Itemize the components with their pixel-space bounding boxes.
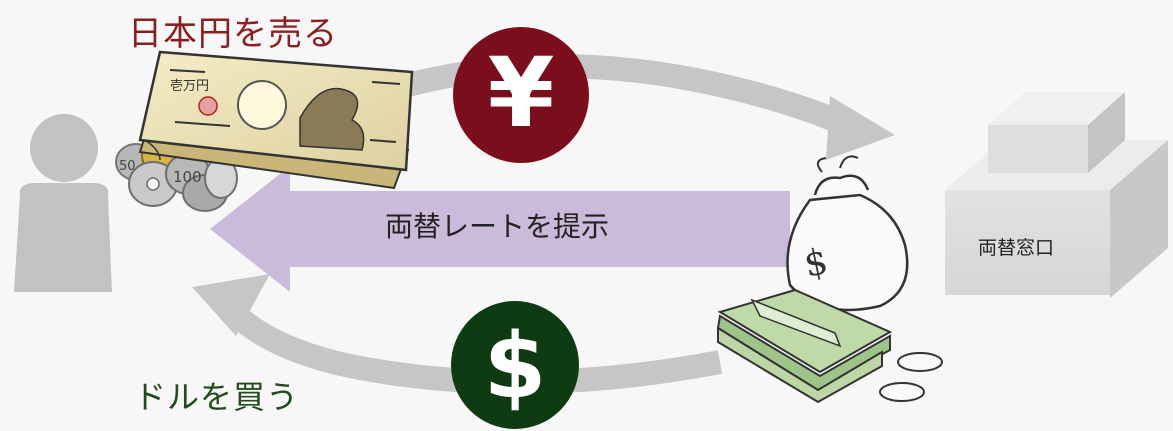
yen-banknote-icon: 壱万円 [138, 50, 414, 190]
dollar-symbol: $ [484, 314, 547, 419]
yen-symbol-badge: ¥ [453, 27, 589, 163]
rate-offer-label: 両替レートを提示 [385, 210, 610, 243]
exchange-counter-label: 両替窓口 [978, 237, 1055, 259]
yen-symbol: ¥ [488, 37, 555, 149]
exchange-counter-box [945, 92, 1168, 298]
coin-50-label: 50 [119, 159, 136, 174]
dollar-symbol-badge: $ [451, 301, 579, 429]
buy-dollar-label: ドルを買う [134, 378, 300, 416]
banknote-denomination: 壱万円 [170, 79, 209, 94]
bottom-cycle-arrow [192, 274, 723, 395]
person-icon [14, 114, 112, 292]
dollar-moneybag-icon: $ [716, 155, 943, 404]
sell-yen-label: 日本円を売る [128, 14, 338, 54]
coin-100-label: 100 [173, 168, 202, 186]
rate-arrow [210, 166, 790, 292]
